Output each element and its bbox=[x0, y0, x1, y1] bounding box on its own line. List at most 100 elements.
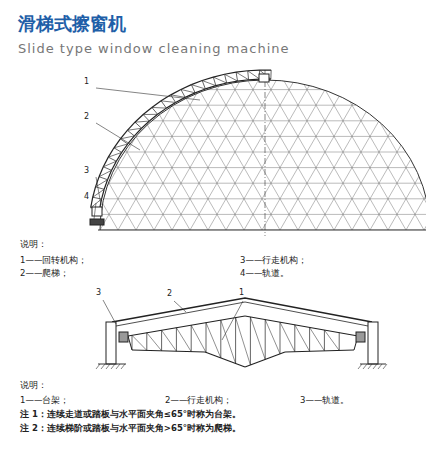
stroke bbox=[191, 81, 202, 85]
stroke bbox=[339, 333, 340, 351]
stroke bbox=[352, 74, 426, 230]
stroke bbox=[309, 327, 310, 351]
stroke bbox=[0, 74, 46, 230]
stroke bbox=[225, 72, 236, 74]
stroke bbox=[142, 121, 150, 128]
stroke bbox=[270, 70, 271, 79]
stroke bbox=[334, 74, 424, 230]
stroke bbox=[294, 325, 295, 352]
stroke bbox=[154, 74, 244, 230]
stroke bbox=[195, 89, 205, 93]
stroke bbox=[280, 74, 370, 230]
stroke bbox=[181, 85, 191, 90]
stroke bbox=[265, 320, 280, 354]
callout-number: 2 bbox=[84, 113, 89, 122]
stroke bbox=[128, 336, 132, 350]
stroke bbox=[90, 120, 426, 121]
callout-number: 1 bbox=[239, 289, 244, 298]
stroke bbox=[383, 364, 387, 369]
stroke bbox=[0, 74, 10, 230]
stroke bbox=[166, 102, 175, 108]
stroke bbox=[247, 71, 249, 80]
stroke bbox=[176, 328, 177, 351]
stroke bbox=[96, 364, 100, 369]
stroke bbox=[172, 74, 262, 230]
stroke bbox=[205, 352, 245, 367]
dome-outline bbox=[100, 80, 426, 230]
stroke bbox=[143, 115, 149, 121]
stroke bbox=[90, 183, 426, 184]
stroke bbox=[235, 318, 236, 364]
stroke bbox=[118, 74, 208, 230]
stroke bbox=[64, 74, 154, 230]
stroke bbox=[236, 71, 248, 72]
stroke bbox=[90, 198, 426, 199]
stroke bbox=[82, 74, 172, 230]
stroke bbox=[280, 322, 281, 354]
stroke bbox=[90, 136, 426, 137]
stroke bbox=[161, 101, 176, 103]
stroke bbox=[127, 128, 141, 130]
stroke bbox=[181, 89, 185, 97]
stroke bbox=[280, 74, 370, 230]
stroke bbox=[103, 161, 116, 167]
stroke bbox=[112, 161, 117, 170]
stroke bbox=[191, 325, 206, 352]
stroke bbox=[96, 187, 105, 189]
stroke bbox=[250, 317, 265, 359]
stroke bbox=[114, 148, 122, 153]
stroke bbox=[236, 318, 251, 365]
stroke bbox=[285, 350, 354, 352]
stroke bbox=[208, 74, 298, 230]
stroke bbox=[190, 74, 280, 230]
stroke bbox=[358, 364, 362, 369]
stroke bbox=[90, 89, 426, 90]
part-note: 3——行走机构； bbox=[240, 256, 307, 265]
stroke bbox=[236, 72, 249, 80]
stroke bbox=[220, 320, 221, 358]
stroke bbox=[316, 74, 406, 230]
stroke bbox=[388, 74, 426, 230]
stroke bbox=[161, 330, 162, 351]
stroke bbox=[132, 335, 147, 350]
stroke bbox=[90, 214, 426, 215]
stroke bbox=[118, 74, 208, 230]
stroke bbox=[316, 74, 406, 230]
stroke bbox=[221, 320, 236, 363]
stroke bbox=[244, 74, 334, 230]
stroke bbox=[171, 95, 176, 103]
stroke bbox=[10, 74, 100, 230]
stroke bbox=[0, 74, 64, 230]
stroke bbox=[143, 114, 158, 115]
slewing-mechanism bbox=[259, 74, 269, 82]
center-line bbox=[265, 70, 266, 236]
stroke bbox=[135, 121, 149, 122]
stroke bbox=[152, 107, 158, 114]
stroke bbox=[250, 317, 251, 365]
stroke bbox=[176, 328, 191, 352]
stroke bbox=[370, 74, 426, 230]
stroke bbox=[108, 170, 112, 179]
stroke bbox=[0, 74, 10, 230]
stroke bbox=[248, 69, 260, 71]
stroke bbox=[132, 350, 205, 352]
stroke bbox=[378, 364, 382, 369]
stroke bbox=[146, 333, 147, 351]
stroke bbox=[90, 167, 426, 168]
stroke bbox=[0, 74, 28, 230]
stroke bbox=[106, 364, 110, 369]
stroke bbox=[334, 74, 424, 230]
stroke bbox=[213, 74, 224, 77]
leader-lines bbox=[94, 88, 200, 219]
title: 滑梯式擦窗机 bbox=[18, 14, 126, 34]
stroke bbox=[202, 81, 216, 86]
stroke bbox=[324, 330, 339, 350]
legend-heading: 说明： bbox=[20, 240, 47, 249]
stroke bbox=[120, 136, 134, 139]
stroke bbox=[245, 316, 358, 336]
stroke bbox=[147, 333, 162, 351]
stroke bbox=[103, 157, 108, 167]
stroke bbox=[206, 323, 207, 353]
columns bbox=[106, 322, 378, 364]
